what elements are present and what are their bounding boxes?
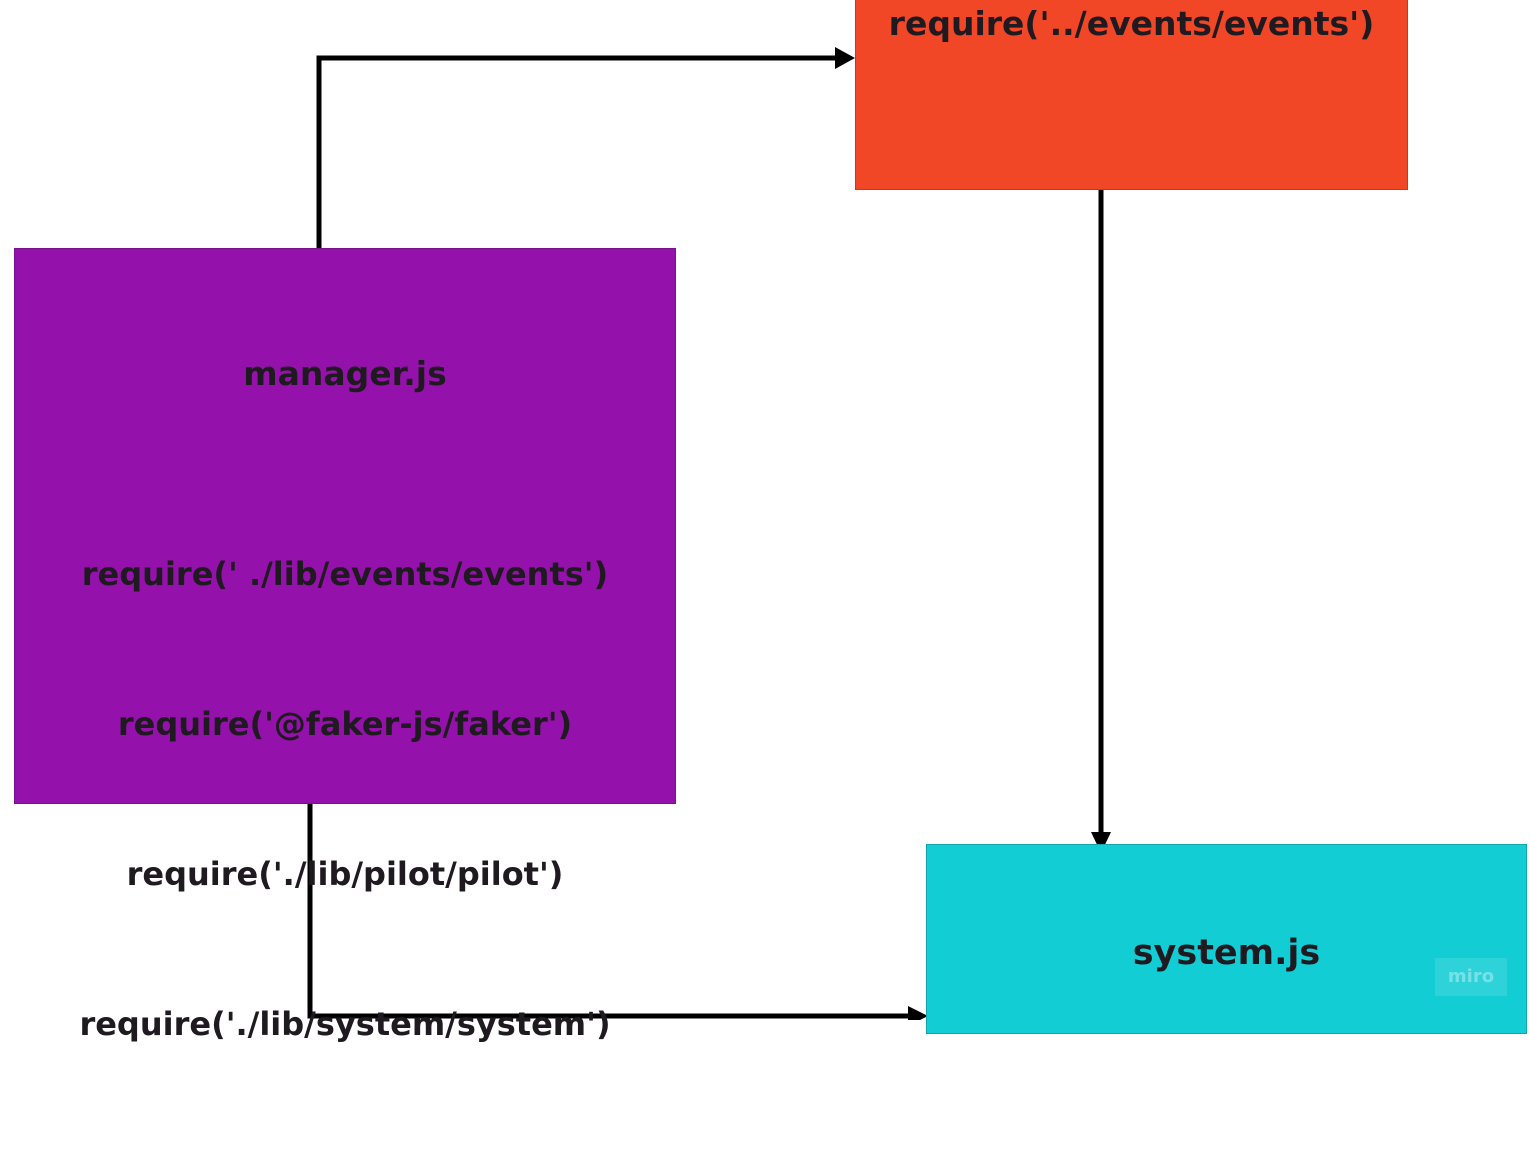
arrowhead-system-top: [1091, 832, 1111, 853]
manager-node-requires: require(' ./lib/events/events') require(…: [15, 449, 675, 1149]
events-node[interactable]: require('../events/events'): [855, 0, 1408, 190]
manager-node-title: manager.js: [243, 354, 447, 393]
connectors: [307, 47, 1111, 1020]
system-node[interactable]: system.js: [926, 844, 1527, 1034]
manager-require-line: require('@faker-js/faker'): [117, 705, 573, 743]
diagram-canvas: require('../events/events') manager.js r…: [14, 0, 1527, 1043]
manager-node[interactable]: manager.js require(' ./lib/events/events…: [14, 248, 676, 1043]
arrowhead-system-left: [908, 1006, 928, 1020]
miro-watermark: miro: [1435, 958, 1507, 996]
edge-manager-to-system[interactable]: [307, 804, 912, 1019]
manager-require-line: require(' ./lib/events/events'): [81, 555, 609, 593]
system-node-label: system.js: [1132, 933, 1321, 973]
manager-require-line: require('./lib/pilot/pilot'): [126, 855, 564, 893]
manager-require-line: require('./lib/system/system'): [79, 1005, 611, 1043]
edge-manager-to-events[interactable]: [316, 53, 852, 248]
events-node-label: require('../events/events'): [888, 4, 1375, 43]
arrowhead-events: [835, 47, 855, 69]
